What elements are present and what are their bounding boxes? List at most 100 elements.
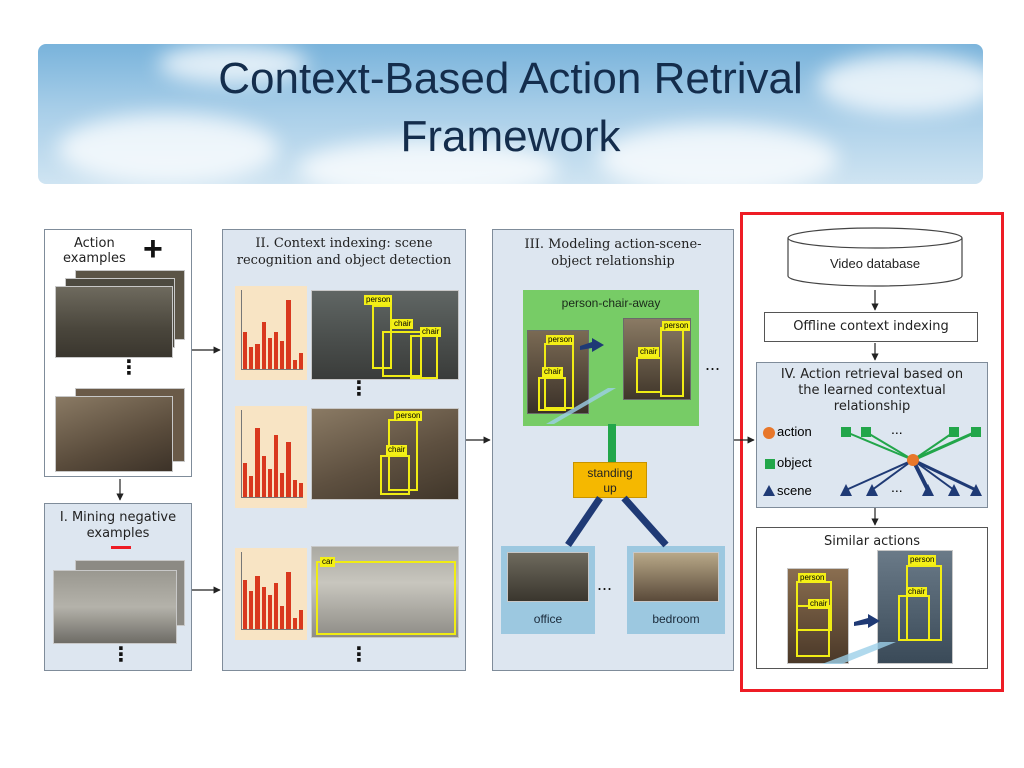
histogram-bar — [292, 479, 297, 497]
scene-histogram-2 — [235, 406, 307, 508]
vertical-ellipsis: ⋮ — [349, 376, 369, 400]
horizontal-ellipsis: ... — [597, 574, 613, 594]
histogram-plot-area — [241, 290, 304, 370]
histogram-bar — [292, 617, 297, 629]
scene-bedroom-frame — [633, 552, 719, 602]
object-tag: chair — [386, 445, 408, 455]
object-tag: chair — [542, 367, 564, 377]
indexing-title: II. Context indexing: scene recognition … — [223, 235, 465, 269]
scene-legend-icon — [763, 485, 775, 496]
page-title: Context-Based Action Retrival Framework — [38, 50, 983, 166]
action-example-frame-1 — [55, 286, 173, 358]
similar-actions-box: Similar actions person chair person chai… — [756, 527, 988, 669]
mining-title-line-2: examples — [86, 526, 150, 541]
histogram-bar — [286, 441, 291, 497]
object-tag: person — [546, 335, 575, 345]
object-tag: person — [662, 321, 691, 331]
action-examples-label: Action examples — [63, 236, 126, 266]
modeling-title-line-1: III. Modeling action-scene- — [524, 237, 702, 252]
bounding-box — [316, 561, 456, 635]
histogram-bar — [298, 483, 304, 497]
action-legend-label: action — [777, 424, 812, 439]
histogram-bar — [286, 300, 291, 369]
bounding-box — [380, 455, 410, 495]
detection-frame-2: person chair — [311, 408, 459, 500]
retrieval-title: IV. Action retrieval based on the learne… — [757, 367, 987, 415]
mining-title-line-1: I. Mining negative — [59, 510, 177, 525]
cloud — [818, 54, 983, 114]
detection-frame-1: person chair chair — [311, 290, 459, 380]
scene-ellipsis: ... — [891, 479, 903, 495]
action-example-frame-2 — [55, 396, 173, 472]
similar-frame-2: person chair — [877, 550, 953, 664]
object-tag: chair — [420, 327, 442, 337]
scene-histogram-3 — [235, 548, 307, 640]
title-line-2: Framework — [400, 112, 621, 161]
action-label-line-1: Action — [74, 236, 115, 251]
plus-icon: + — [143, 230, 163, 268]
cloud — [58, 114, 278, 184]
bounding-box — [796, 605, 830, 657]
panel-mining-negative: I. Mining negative examples ⋮ — [44, 503, 192, 671]
histogram-bar — [255, 428, 260, 497]
modeling-title-line-2: object relationship — [551, 254, 675, 269]
indexing-title-line-1: II. Context indexing: scene — [255, 236, 433, 251]
cloud — [298, 139, 558, 184]
histogram-bar — [298, 353, 304, 369]
retrieval-title-line-3: relationship — [833, 399, 911, 414]
bounding-box — [538, 377, 566, 411]
action-node-line-1: standing — [587, 466, 633, 480]
object-tag: person — [908, 555, 937, 565]
relationship-card: person-chair-away person chair person ch… — [523, 290, 699, 426]
bounding-box — [898, 595, 930, 641]
histogram-bar — [273, 331, 279, 369]
cloud — [598, 124, 838, 184]
histogram-bar — [280, 340, 285, 369]
highlight-frame — [740, 212, 1004, 692]
scene-histogram-1 — [235, 286, 307, 380]
histogram-bar — [286, 572, 291, 629]
database-icon — [787, 227, 963, 287]
object-tag: chair — [392, 319, 414, 329]
panel-action-retrieval: IV. Action retrieval based on the learne… — [756, 362, 988, 508]
offline-indexing-box: Offline context indexing — [764, 312, 978, 342]
video-database-cylinder: Video database — [786, 226, 964, 288]
scene-office-frame — [507, 552, 589, 602]
bounding-box — [660, 327, 684, 397]
panel-modeling-relationship: III. Modeling action-scene- object relat… — [492, 229, 734, 671]
histogram-bar — [298, 610, 304, 629]
histogram-bar — [280, 606, 285, 629]
histogram-bar — [292, 359, 297, 369]
title-banner: Context-Based Action Retrival Framework — [38, 44, 983, 184]
action-node-line-2: up — [603, 481, 617, 495]
bounding-box — [636, 357, 662, 393]
scene-card-office: office — [501, 546, 595, 634]
negative-example-frame — [53, 570, 177, 644]
histogram-bar — [242, 331, 248, 369]
panel-action-examples: Action examples + ⋮ — [44, 229, 192, 477]
object-legend-icon — [765, 459, 775, 469]
histogram-bar — [280, 472, 285, 497]
histogram-bar — [249, 476, 254, 497]
histogram-bar — [267, 594, 273, 629]
histogram-plot-area — [241, 410, 304, 498]
histogram-bar — [267, 337, 273, 369]
histogram-bar — [255, 575, 260, 629]
object-tag: chair — [638, 347, 660, 357]
vertical-ellipsis: ⋮ — [119, 355, 139, 379]
histogram-bar — [249, 347, 254, 369]
object-tag: person — [364, 295, 393, 305]
histogram-bar — [249, 591, 254, 629]
cloud — [158, 44, 308, 84]
object-ellipsis: ... — [891, 421, 903, 437]
indexing-title-line-2: recognition and object detection — [236, 253, 452, 268]
histogram-bar — [261, 322, 266, 369]
object-legend-label: object — [777, 455, 812, 470]
relation-frame-before: person chair — [527, 330, 589, 414]
action-label-line-2: examples — [63, 251, 126, 266]
modeling-title: III. Modeling action-scene- object relat… — [493, 236, 733, 270]
retrieval-title-line-1: IV. Action retrieval based on — [780, 367, 964, 382]
horizontal-ellipsis: ... — [705, 354, 721, 374]
object-tag: chair — [808, 599, 830, 609]
object-tag: person — [798, 573, 827, 583]
